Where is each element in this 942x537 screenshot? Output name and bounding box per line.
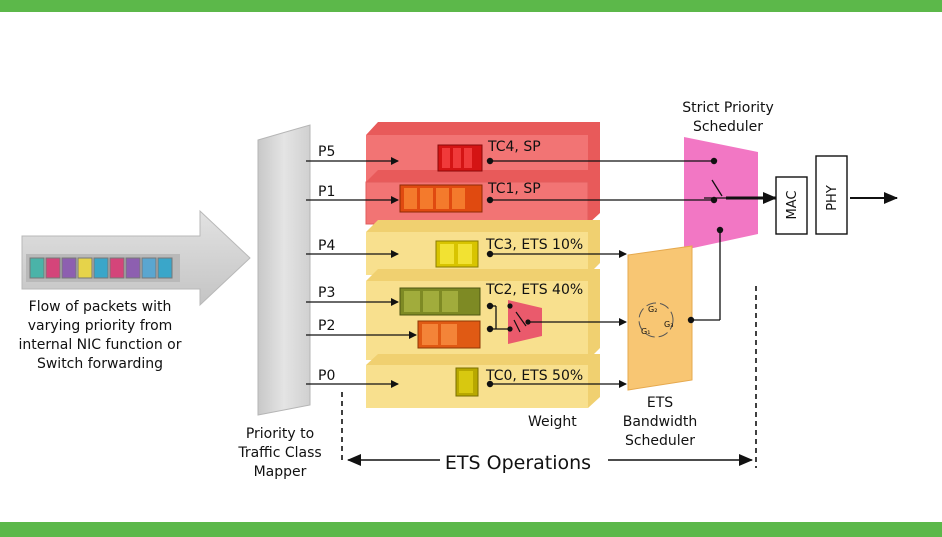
ets-scheduler-glyphs: G₂ G₃ G₁ <box>641 305 673 336</box>
packet-1 <box>29 257 45 279</box>
mac-box <box>775 176 808 235</box>
ets-scheduler-caption-line-2: Bandwidth <box>623 414 698 430</box>
ets-bandwidth-scheduler <box>627 245 693 391</box>
strict-scheduler-caption-line-2: Scheduler <box>693 119 763 135</box>
tc-label-tc1: TC1, SP <box>487 181 541 197</box>
packet-7 <box>125 257 141 279</box>
mapper-caption-line-1: Priority to <box>246 426 314 442</box>
strict-scheduler-caption-line-1: Strict Priority <box>682 100 774 116</box>
packet-6 <box>109 257 125 279</box>
source-caption-line-3: internal NIC function or <box>19 337 182 353</box>
mac-label: MAC <box>785 191 800 220</box>
packet-9 <box>157 257 173 279</box>
ets-glyph-g1: G₁ <box>641 327 650 336</box>
tc4-packets <box>437 144 483 172</box>
packet-8 <box>141 257 157 279</box>
packet-5 <box>93 257 109 279</box>
priority-arrows <box>306 157 417 388</box>
packet-2 <box>45 257 61 279</box>
ets-scheduler-caption-line-3: Scheduler <box>625 433 695 449</box>
priority-labels: P5 P1 P4 P3 P2 P0 <box>318 144 335 384</box>
priority-label-p1: P1 <box>318 184 335 200</box>
strict-scheduler-caption: Strict Priority Scheduler <box>682 100 774 135</box>
priority-label-p3: P3 <box>318 285 335 301</box>
tc0-packets <box>455 367 479 397</box>
priority-label-p5: P5 <box>318 144 335 160</box>
priority-label-p4: P4 <box>318 238 335 254</box>
queue-tc0 <box>366 354 600 408</box>
source-caption: Flow of packets with varying priority fr… <box>19 299 182 372</box>
tc-label-tc0: TC0, ETS 50% <box>485 368 583 384</box>
connection-dots <box>486 157 724 388</box>
tc2-inner-scheduler <box>508 300 542 344</box>
mapper-caption: Priority to Traffic Class Mapper <box>237 426 321 480</box>
bottom-bar <box>0 522 942 537</box>
ets-scheduler-caption-line-1: ETS <box>647 395 673 411</box>
packet-3 <box>61 257 77 279</box>
priority-label-p0: P0 <box>318 368 335 384</box>
tc2-switch <box>513 311 527 333</box>
ets-scheduler-caption: ETS Bandwidth Scheduler <box>623 395 698 449</box>
source-caption-line-1: Flow of packets with <box>29 299 172 315</box>
tc3-packets <box>435 240 479 268</box>
packet-4 <box>77 257 93 279</box>
mapper-caption-line-2: Traffic Class <box>237 445 321 461</box>
tc-labels: TC4, SP TC1, SP TC3, ETS 10% TC2, ETS 40… <box>485 139 583 384</box>
top-bar <box>0 0 942 12</box>
tc-label-tc4: TC4, SP <box>487 139 541 155</box>
tc-label-tc3: TC3, ETS 10% <box>485 237 583 253</box>
ets-glyph-g2: G₂ <box>648 305 657 314</box>
tc2-packets-p2 <box>417 320 481 349</box>
priority-mapper <box>257 124 311 416</box>
weight-label: Weight <box>528 414 577 430</box>
tc1-packets <box>399 184 483 213</box>
source-caption-line-2: varying priority from <box>28 318 173 334</box>
ets-scheduler-ring <box>638 302 674 338</box>
strict-scheduler-switch <box>704 179 726 199</box>
phy-label: PHY <box>825 185 840 211</box>
ets-operations-label: ETS Operations <box>445 452 591 474</box>
packet-flow-arrow <box>21 209 251 307</box>
priority-label-p2: P2 <box>318 318 335 334</box>
mapper-caption-line-3: Mapper <box>254 464 307 480</box>
tc-label-tc2: TC2, ETS 40% <box>485 282 583 298</box>
source-caption-line-4: Switch forwarding <box>37 356 163 372</box>
ets-glyph-g3: G₃ <box>664 320 673 329</box>
phy-box <box>815 155 848 235</box>
tc2-packets-p3 <box>399 287 481 316</box>
